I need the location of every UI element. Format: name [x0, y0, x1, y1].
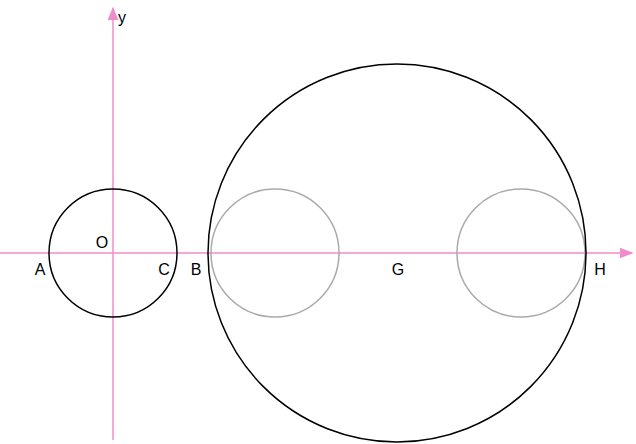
- point-label: G: [392, 262, 404, 278]
- circle-outline: [207, 63, 587, 443]
- circle-shape: O: [48, 188, 178, 318]
- point-label: A: [35, 262, 46, 278]
- grey-circle: [457, 189, 585, 317]
- x-axis: [0, 252, 632, 254]
- grey-circle: [211, 189, 339, 317]
- point-label: O: [96, 235, 108, 251]
- y-axis: [112, 8, 114, 440]
- point-label: B: [191, 262, 202, 278]
- circle-shape: G: [207, 63, 587, 443]
- circle-outline: [48, 188, 178, 318]
- point-label: C: [158, 262, 170, 278]
- point-label: y: [118, 10, 126, 26]
- point-label: H: [594, 262, 606, 278]
